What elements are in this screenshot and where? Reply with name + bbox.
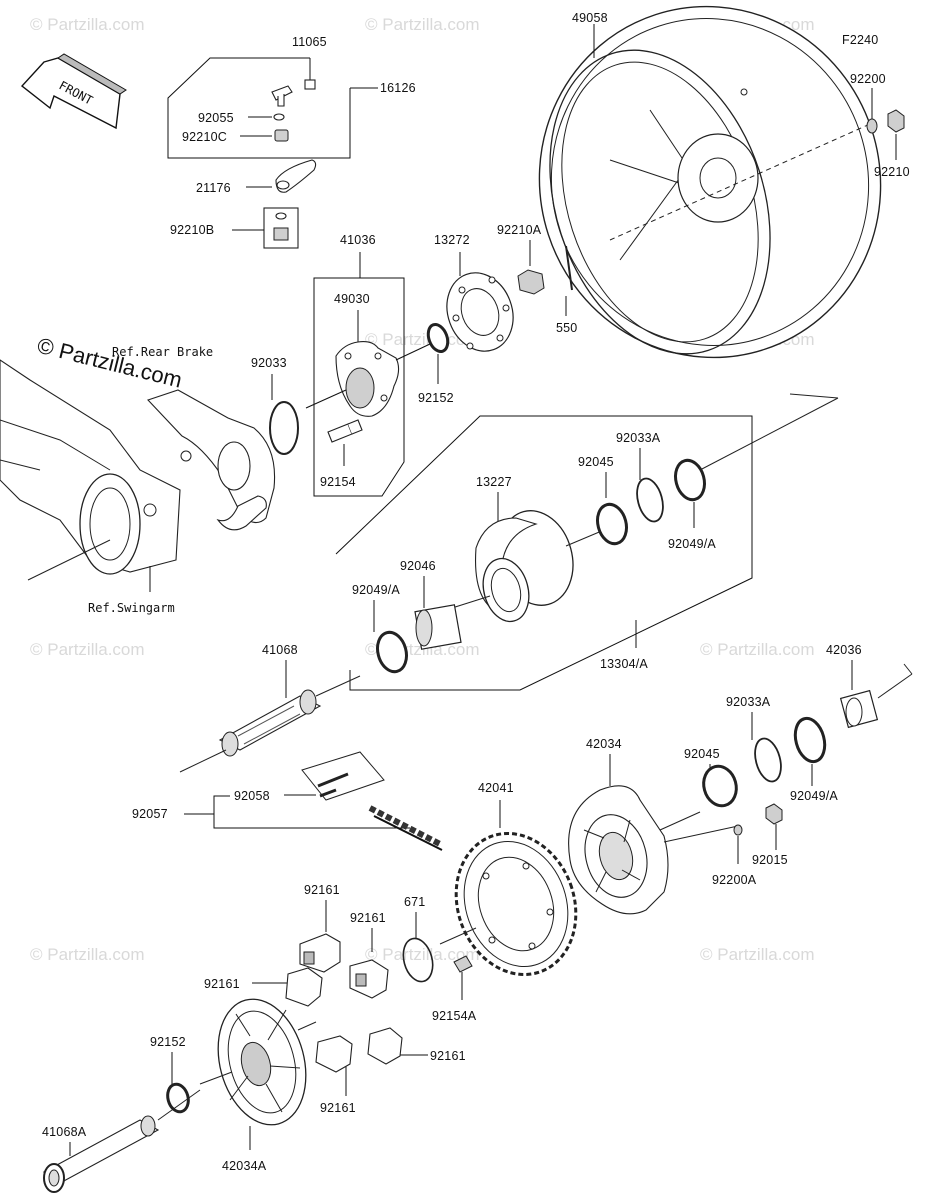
part-label-92154A: 92154A	[432, 1009, 477, 1023]
coupling-42034	[568, 785, 669, 915]
part-label-92154: 92154	[320, 475, 356, 489]
watermark: © Partzilla.com	[365, 15, 480, 34]
part-label-92046: 92046	[400, 559, 436, 573]
watermark: © Partzilla.com	[700, 640, 815, 659]
part-label-13304A: 13304/A	[600, 657, 648, 671]
part-label-92210B: 92210B	[170, 223, 214, 237]
part-label-92210C: 92210C	[182, 130, 227, 144]
part-label-49058: 49058	[572, 11, 608, 25]
part-label-41036: 41036	[340, 233, 376, 247]
bleeder-parts	[232, 79, 317, 249]
watermark: © Partzilla.com	[30, 15, 145, 34]
watermark: © Partzilla.com	[365, 330, 480, 349]
part-label-92161-c: 92161	[204, 977, 240, 991]
part-label-42034A: 42034A	[222, 1159, 267, 1173]
part-label-92055: 92055	[198, 111, 234, 125]
part-label-92045: 92045	[578, 455, 614, 469]
watermark: © Partzilla.com	[365, 945, 480, 964]
part-label-41068A: 41068A	[42, 1125, 87, 1139]
part-label-11065: 11065	[292, 35, 327, 49]
coupling-49030	[335, 341, 400, 417]
part-label-92161-d: 92161	[430, 1049, 466, 1063]
part-label-92210A: 92210A	[497, 223, 542, 237]
part-label-92210: 92210	[874, 165, 910, 179]
part-label-92033A: 92033A	[616, 431, 661, 445]
part-label-92058: 92058	[234, 789, 270, 803]
part-label-92015: 92015	[752, 853, 788, 867]
bracket-16126	[167, 57, 378, 159]
part-label-41068: 41068	[262, 643, 298, 657]
watermark-overlay: © Partzilla.com	[35, 333, 185, 393]
part-label-92057: 92057	[132, 807, 168, 821]
front-arrow-icon: FRONT	[20, 53, 127, 130]
drive-chain	[368, 805, 443, 851]
watermark: © Partzilla.com	[700, 945, 815, 964]
ref-rear-brake: Ref.Rear Brake	[112, 345, 213, 359]
axle-sleeve-41068A	[42, 1115, 160, 1193]
needle-bearing-92046	[414, 604, 462, 650]
watermark: © Partzilla.com	[30, 640, 145, 659]
sprocket-42041	[454, 831, 578, 977]
part-label-92200: 92200	[850, 72, 886, 86]
part-label-13227: 13227	[476, 475, 512, 489]
swingarm-ref	[0, 359, 181, 575]
part-label-550: 550	[556, 321, 577, 335]
collar-42036	[839, 689, 879, 729]
part-label-92045-2: 92045	[684, 747, 720, 761]
part-label-49030: 49030	[334, 292, 370, 306]
chain-master-link	[301, 751, 385, 801]
part-label-92200A: 92200A	[712, 873, 757, 887]
watermark: © Partzilla.com	[30, 945, 145, 964]
hub-group-13304A	[335, 393, 839, 691]
part-label-13272: 13272	[434, 233, 470, 247]
hub-13227	[474, 510, 574, 623]
part-label-92049A: 92049/A	[668, 537, 716, 551]
part-label-92152: 92152	[418, 391, 454, 405]
part-label-21176: 21176	[196, 181, 231, 195]
part-label-42041: 42041	[478, 781, 514, 795]
part-label-92033: 92033	[251, 356, 287, 370]
axle-41068	[218, 689, 322, 757]
part-label-42036: 42036	[826, 643, 862, 657]
coupling-flange-42034A	[217, 998, 307, 1126]
part-label-671: 671	[404, 895, 425, 909]
rear-wheel-49058	[538, 5, 882, 359]
part-label-92161-b: 92161	[350, 911, 386, 925]
part-label-92161-e: 92161	[320, 1101, 356, 1115]
brake-bracket	[147, 389, 276, 531]
part-label-16126: 16126	[380, 81, 416, 95]
part-label-92049A-2: 92049/A	[352, 583, 400, 597]
part-label-92161-a: 92161	[304, 883, 340, 897]
part-label-92152-2: 92152	[150, 1035, 186, 1049]
diagram-code: F2240	[842, 33, 878, 47]
part-label-92033A-2: 92033A	[726, 695, 771, 709]
part-label-92049A-3: 92049/A	[790, 789, 838, 803]
ref-swingarm: Ref.Swingarm	[88, 601, 175, 615]
damper-rubbers	[285, 933, 403, 1073]
part-label-42034: 42034	[586, 737, 622, 751]
